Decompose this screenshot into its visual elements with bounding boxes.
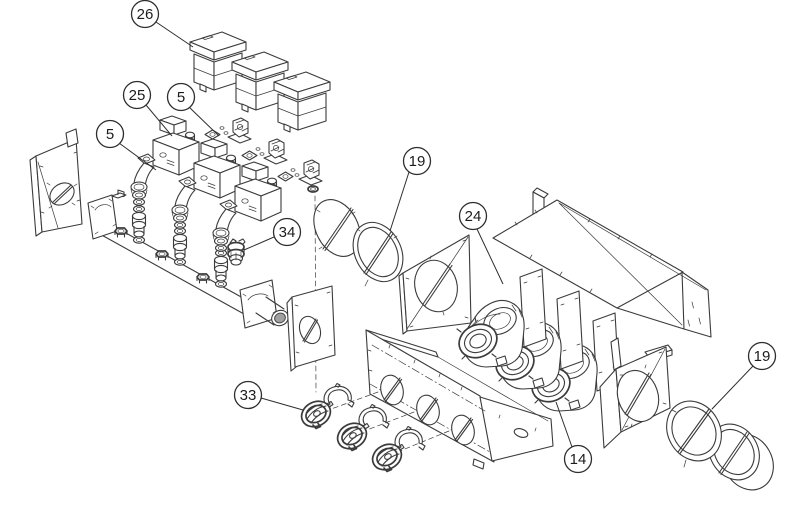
callout-19-top-leader-line [389,171,410,232]
callout-5-left: 5 [95,119,157,171]
center-damper-plate [398,234,472,335]
callout-34-leader-line [243,236,275,251]
callout-5-top: 5 [166,82,220,137]
callout-33-leader-line [260,397,304,411]
manifold-rail [87,189,289,329]
callout-layer: 26 25 5 5 34 19 24 19 33 14 [95,0,777,474]
callout-14-leader-line [555,401,573,448]
cover-panel [492,187,712,338]
left-damper-panel [29,128,83,237]
callout-14: 14 [555,401,593,474]
callout-24-label: 24 [465,208,482,225]
callout-34: 34 [243,217,302,251]
control-modules [189,31,331,133]
callout-33: 33 [233,380,304,411]
callout-5-top-label: 5 [177,89,185,106]
callout-19-top-label: 19 [409,153,426,170]
callout-25-leader-line [145,104,173,137]
callout-24-circle [458,201,488,231]
callout-25-circle [122,80,152,110]
valve-brackets [204,117,323,193]
callout-26: 26 [130,0,194,48]
oval-damper-ring [352,221,404,287]
burner-orifice [227,238,246,266]
callout-19-top: 19 [389,146,432,232]
right-damper-plate [599,337,673,449]
burner-box [365,329,554,470]
callout-33-label: 33 [240,387,257,404]
callout-19-right-label: 19 [754,348,771,365]
mid-damper-bracket [286,285,336,372]
callout-5-left-circle [95,119,125,149]
callout-25: 25 [122,80,173,137]
callout-34-label: 34 [279,224,296,241]
callout-24-leader-line [476,228,504,285]
callout-25-label: 25 [129,87,146,104]
callout-5-left-leader-line [118,142,157,171]
callout-19-right-circle [747,341,777,371]
callout-24: 24 [458,201,504,285]
callout-26-leader-line [155,21,194,48]
callout-19-top-circle [402,146,432,176]
callout-14-circle [563,444,593,474]
callout-19-right: 19 [711,341,777,410]
callout-26-circle [130,0,160,29]
callout-5-top-leader-line [188,106,220,137]
callout-19-right-leader-line [711,365,754,410]
callout-14-label: 14 [570,451,587,468]
callout-5-top-circle [166,82,196,112]
oval-damper-disc [313,199,361,257]
callout-34-circle [272,217,302,247]
callout-26-label: 26 [137,6,154,23]
oval-damper-drum [708,423,774,491]
oval-damper-ring-right [666,400,722,468]
callout-33-circle [233,380,263,410]
callout-5-left-label: 5 [106,126,114,143]
gas-valves [130,115,282,252]
